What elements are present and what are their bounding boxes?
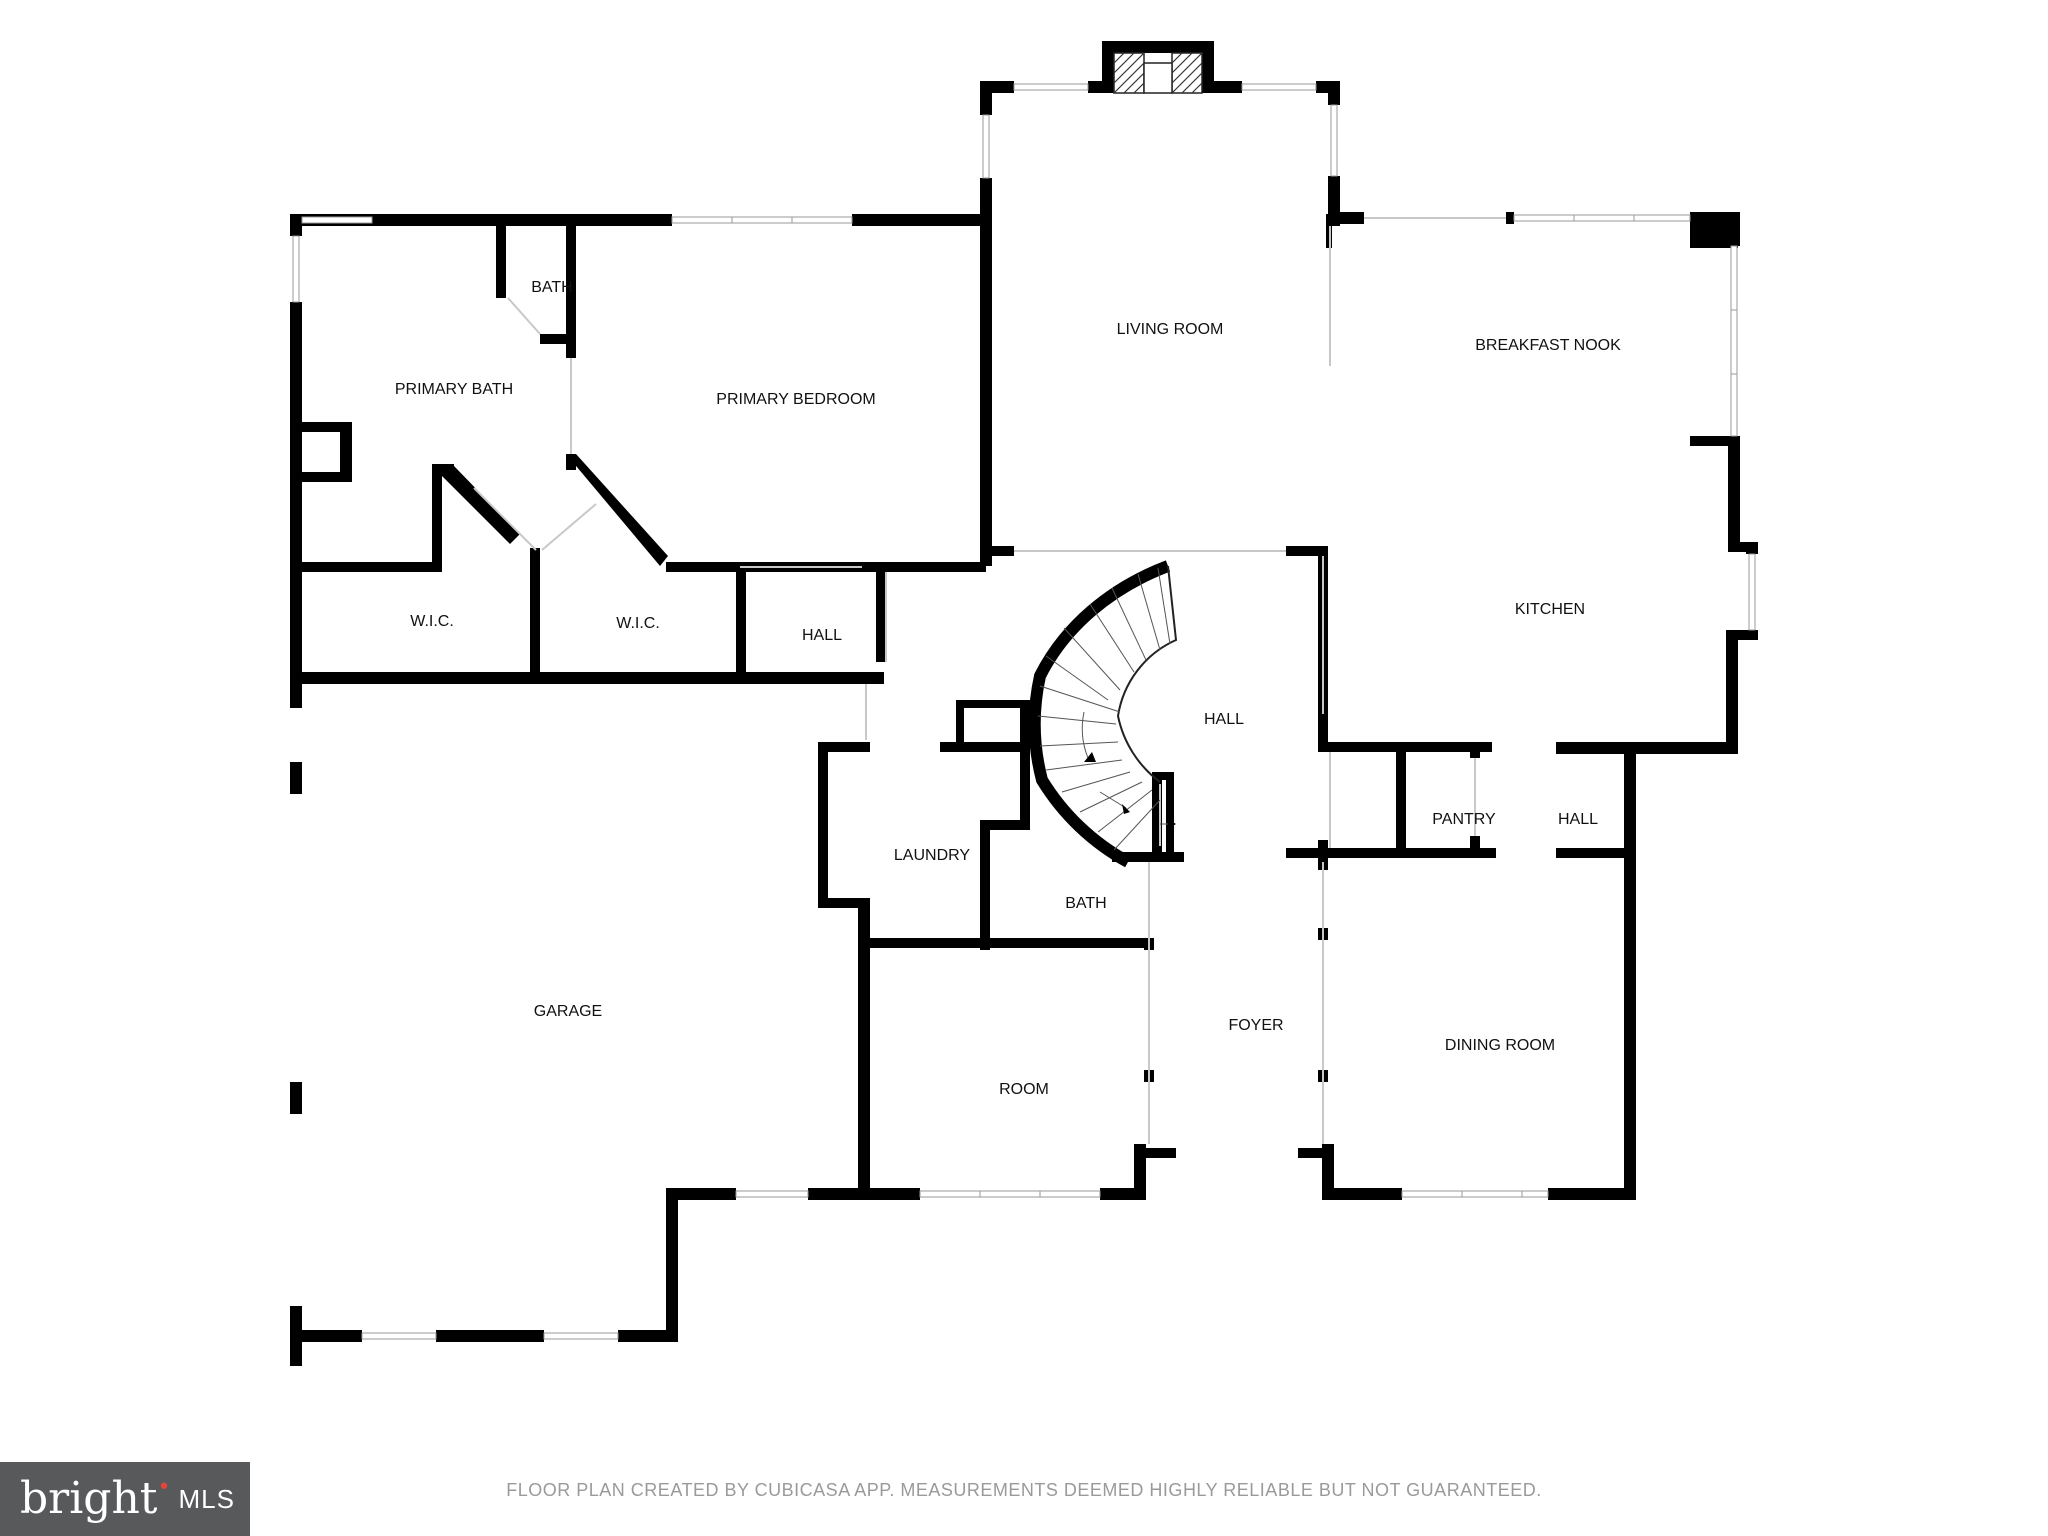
diagonal-walls [432,454,668,566]
label-primary-bedroom: PRIMARY BEDROOM [716,391,875,408]
label-breakfast-nook: BREAKFAST NOOK [1475,337,1621,354]
label-wic-left: W.I.C. [410,613,454,630]
label-wic-right: W.I.C. [616,615,660,632]
label-hall-center: HALL [1204,711,1244,728]
disclaimer-footer: FLOOR PLAN CREATED BY CUBICASA APP. MEAS… [506,1480,1542,1500]
room-labels: LIVING ROOM BREAKFAST NOOK BATH PRIMARY … [395,279,1621,1098]
label-garage: GARAGE [534,1003,602,1020]
fireplace-hatch [1113,52,1203,94]
label-pantry: PANTRY [1432,811,1496,828]
label-primary-bath: PRIMARY BATH [395,381,513,398]
walls [290,41,1758,1366]
logo-mls: MLS [178,1483,235,1514]
label-dining-room: DINING ROOM [1445,1037,1555,1054]
label-hall-right: HALL [1558,811,1598,828]
staircase [1028,560,1178,868]
label-hall-left: HALL [802,627,842,644]
openings [473,217,1506,1144]
label-foyer: FOYER [1228,1017,1283,1034]
logo-brand: bright• [20,1473,171,1524]
windows [292,83,1756,1340]
label-room: ROOM [999,1081,1049,1098]
bright-mls-logo: bright• MLS [0,1462,250,1536]
label-bath-upper: BATH [531,279,572,296]
label-laundry: LAUNDRY [894,847,971,864]
label-bath-lower: BATH [1065,895,1106,912]
label-kitchen: KITCHEN [1515,601,1585,618]
label-living-room: LIVING ROOM [1117,321,1224,338]
